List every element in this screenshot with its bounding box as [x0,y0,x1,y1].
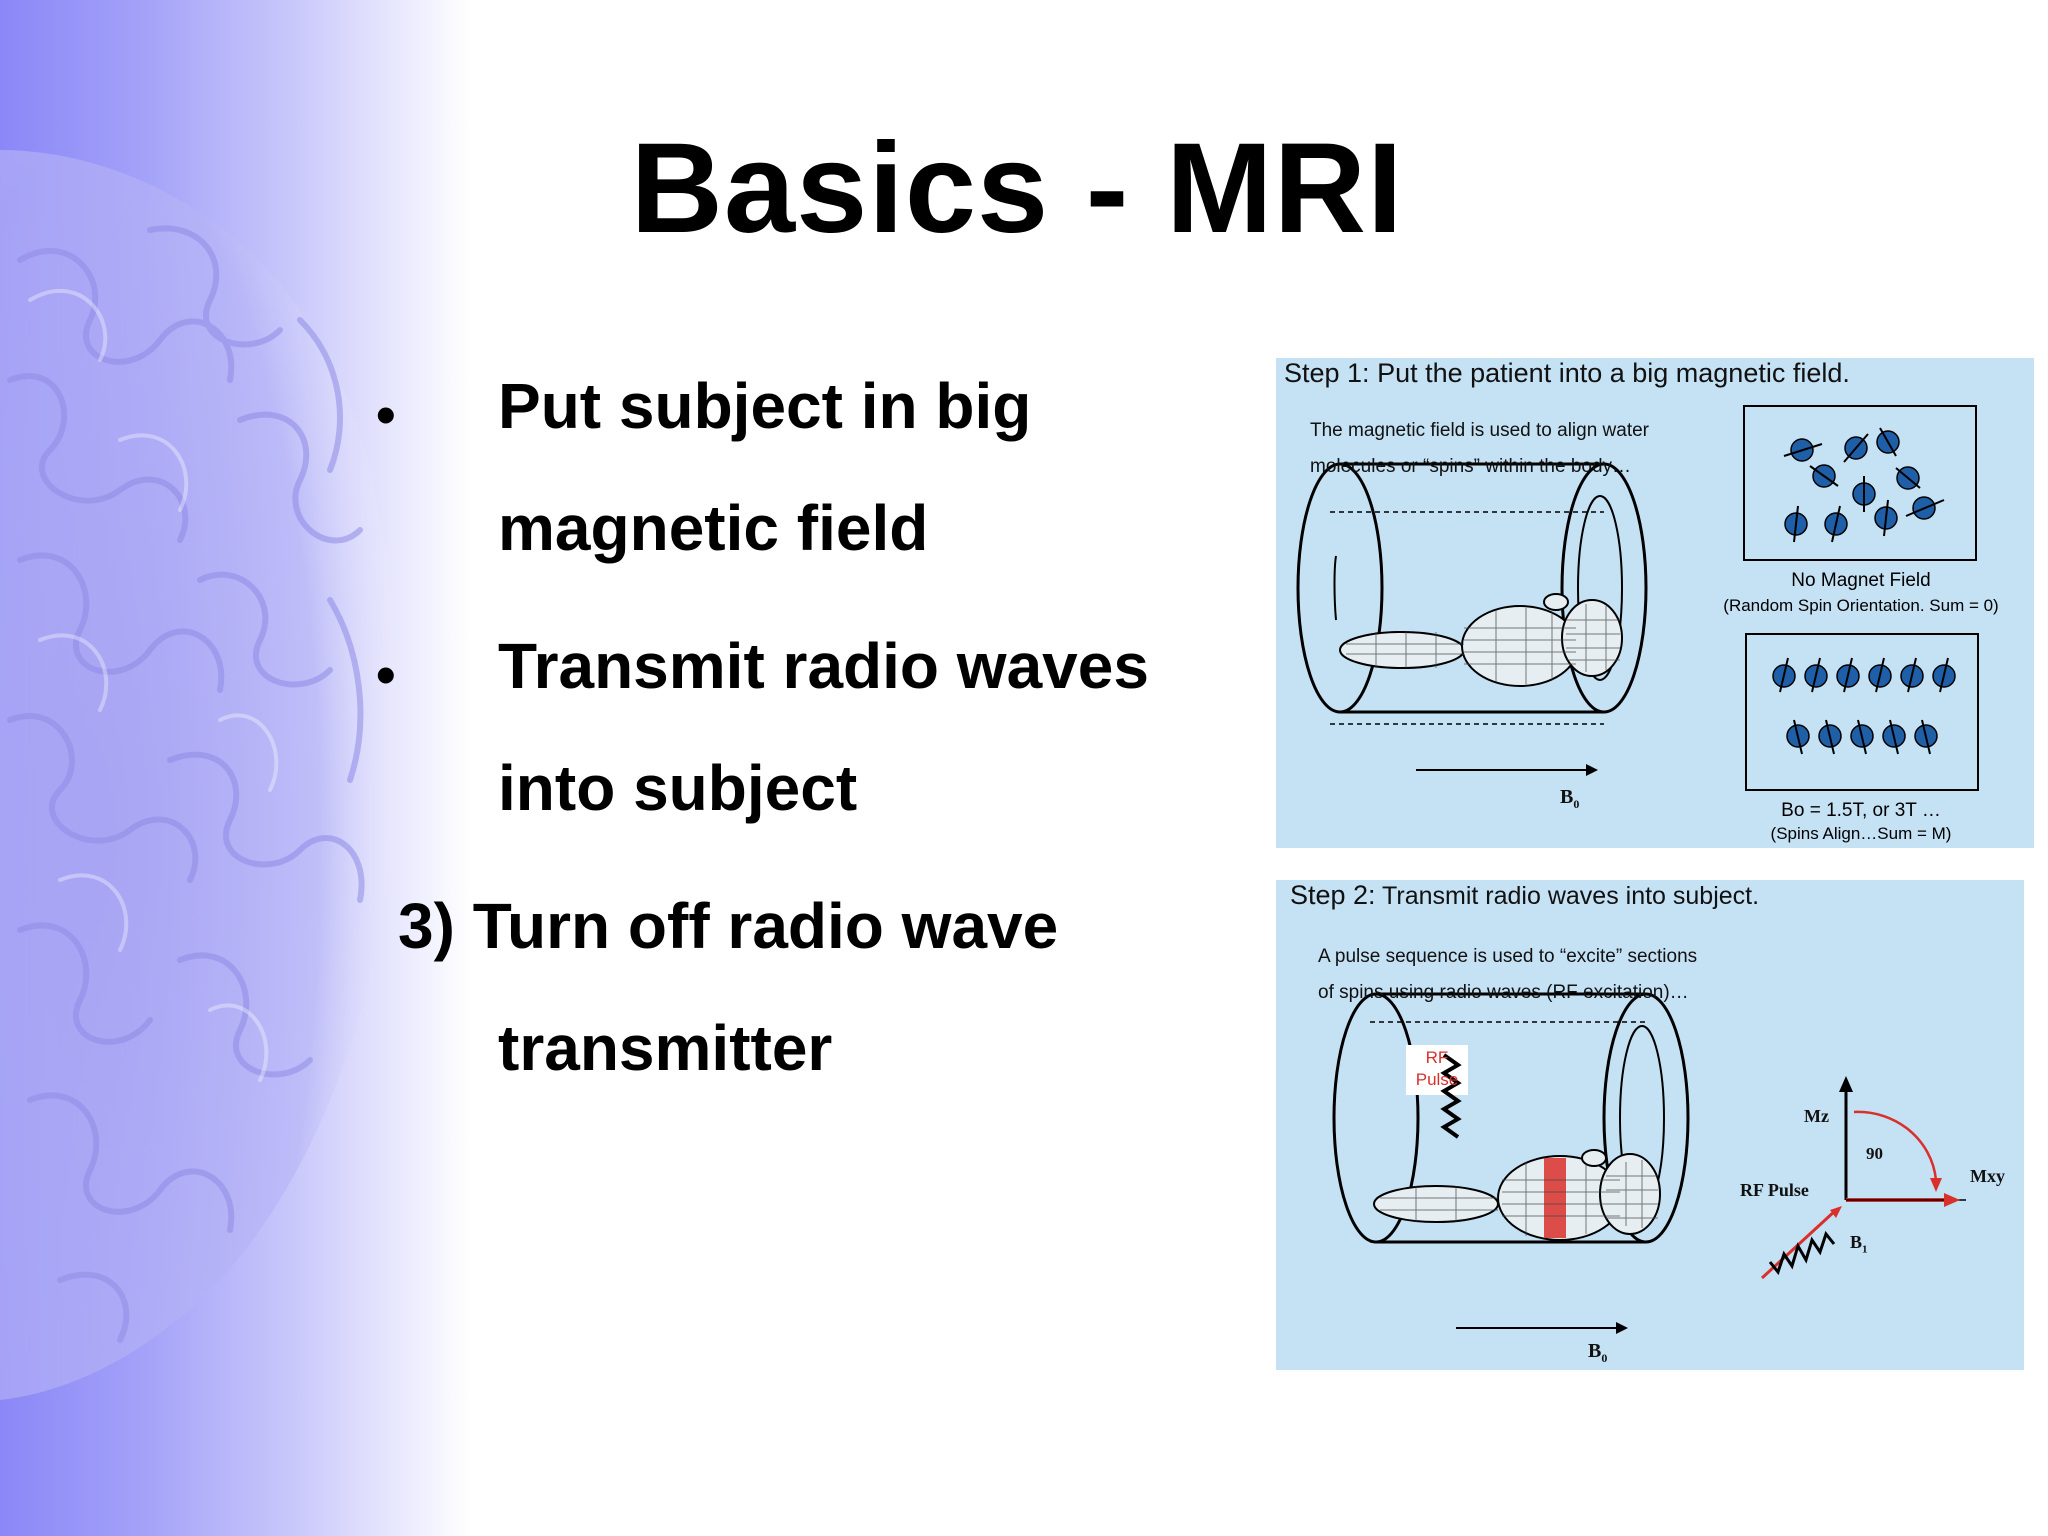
bullet-3-line-2: transmitter [498,1012,833,1084]
bullet-marker-1: • [376,383,396,446]
mz-label: Mz [1804,1106,1829,1126]
bullet-1-line-2: magnetic field [498,492,929,564]
step2-diagram [1332,992,1966,1334]
bullet-marker-2: • [376,643,396,706]
b1-label: B1 [1850,1232,1868,1256]
field-subcaption: (Spins Align…Sum = M) [1770,824,1952,843]
step2-heading: Step 2: Transmit radio waves into subjec… [1290,880,1760,910]
field-caption: Bo = 1.5T, or 3T … [1781,800,1941,821]
rf-pulse-box-line-2: Pulse [1415,1070,1459,1089]
bullet-3-line-1: 3) Turn off radio wave [398,894,1058,958]
step2-panel: Step 2: Transmit radio waves into subjec… [1276,880,2024,1370]
slide-title: Basics - MRI [630,117,1404,260]
bullet-marker-3: 3) [398,890,455,962]
no-field-caption: No Magnet Field [1791,570,1931,591]
step1-desc-line-2: molecules or “spins” within the body… [1310,456,1632,477]
bullet-2-line-2: into subject [498,752,858,824]
rf-pulse-label: RF Pulse [1740,1180,1809,1200]
brain-illustration [0,150,397,1400]
step2-desc-line-1: A pulse sequence is used to “excite” sec… [1318,946,1698,967]
b0-label-step1: B0 [1560,786,1580,811]
step1-desc-line-1: The magnetic field is used to align wate… [1310,420,1650,441]
angle-label: 90 [1866,1144,1883,1163]
bullet-2-line-1: Transmit radio waves [498,630,1149,702]
step2-desc-line-2: of spins using radio waves (RF excitatio… [1318,982,1689,1003]
b0-label-step2: B0 [1588,1340,1608,1365]
rf-pulse-box-line-1: RF [1425,1048,1449,1067]
step1-diagram [1296,405,1979,791]
step1-heading: Step 1: Put the patient into a big magne… [1284,358,1850,388]
no-field-subcaption: (Random Spin Orientation. Sum = 0) [1723,596,1999,615]
bullet-1-line-1: Put subject in big [498,370,1032,442]
mxy-label: Mxy [1970,1166,2005,1186]
step1-panel: Step 1: Put the patient into a big magne… [1276,358,2034,848]
bullet-3-text: Turn off radio wave [472,890,1059,962]
